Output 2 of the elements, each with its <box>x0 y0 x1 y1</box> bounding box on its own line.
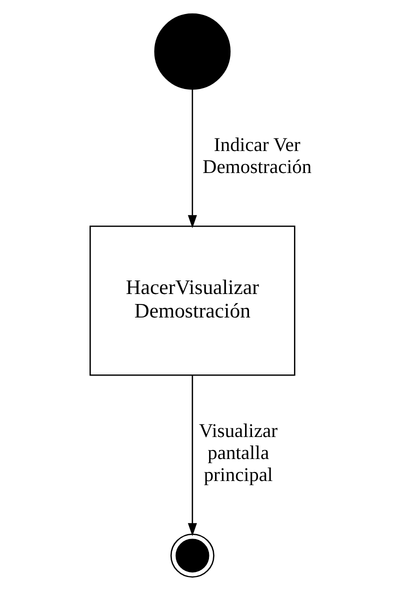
edge-label: Visualizar pantalla principal <box>199 421 278 486</box>
edge-label: Indicar Ver Demostración <box>202 135 312 178</box>
